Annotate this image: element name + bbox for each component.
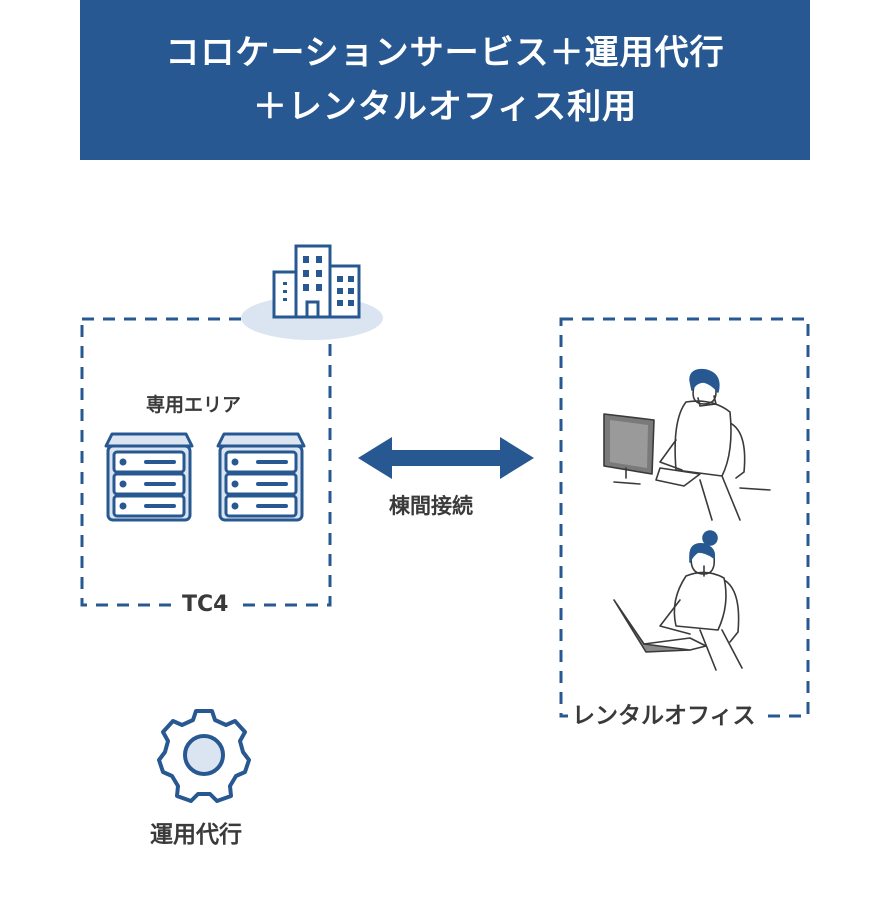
person-laptop-icon [613,530,743,671]
server-icon [104,432,194,522]
title-line-2: ＋レンタルオフィス利用 [252,87,638,127]
double-arrow-icon [358,437,534,479]
building-icon [241,244,383,340]
office-name-label: レンタルオフィス [568,705,760,728]
title-line-1: コロケーションサービス＋運用代行 [165,33,725,73]
dedicated-area-label: 専用エリア [146,394,242,416]
gear-icon [157,709,251,803]
person-desktop-icon [603,368,771,521]
server-icon [216,432,306,522]
office-boundary [559,317,810,718]
operation-label: 運用代行 [150,822,242,848]
title-banner: コロケーションサービス＋運用代行 ＋レンタルオフィス利用 [80,0,810,160]
datacenter-name-label: TC4 [176,594,235,616]
connection-label: 棟間接続 [389,494,473,518]
